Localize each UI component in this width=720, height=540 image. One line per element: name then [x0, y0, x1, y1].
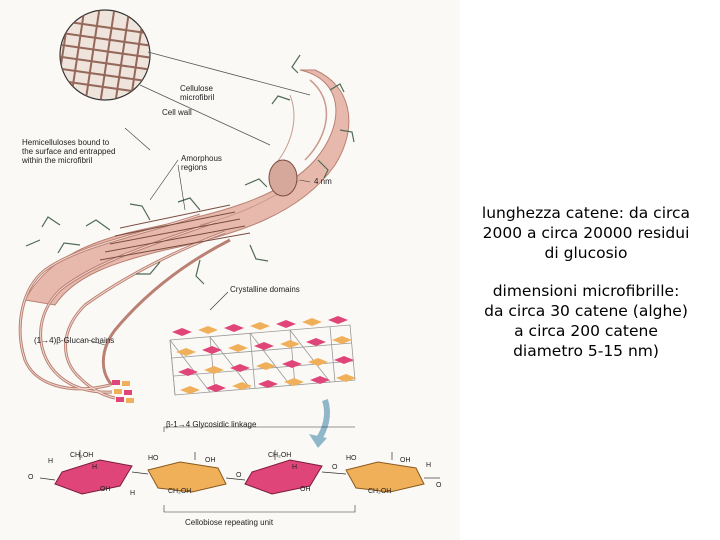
chem-ch2oh-1: CH₂OH: [70, 452, 94, 459]
linkage-bracket: [163, 426, 355, 432]
strand-end-beads: [112, 380, 134, 403]
glucan-strand-highlights: [19, 214, 226, 399]
label-glycosidic-linkage: β-1→4 Glycosidic linkage: [166, 420, 257, 429]
ring-bonds: [39, 450, 440, 481]
cellulose-diagram: Cell wall Cellulose microfibril Hemicell…: [18, 9, 442, 527]
zoom-arrow-head: [309, 434, 327, 448]
chem-h-1: H: [48, 458, 54, 465]
chem-o-3: O: [332, 464, 338, 471]
chem-o-1: O: [28, 474, 34, 481]
chem-ch2oh-3: CH₂OH: [268, 452, 292, 459]
crystalline-marks: [99, 204, 251, 261]
zoom-line-top: [147, 51, 311, 96]
chem-h-3: H: [130, 490, 136, 497]
crystalline-lattice: [169, 316, 356, 396]
label-repeating-unit: Cellobiose repeating unit: [185, 518, 274, 527]
chem-h-2: H: [92, 464, 98, 471]
chem-o-2: O: [236, 472, 242, 479]
note-spacer: [452, 263, 720, 281]
chem-oh-2: OH: [205, 457, 216, 464]
glucose-rings: [54, 459, 425, 495]
label-crystalline-domains: Crystalline domains: [230, 285, 300, 294]
chem-h-5: H: [426, 462, 432, 469]
chem-o-4: O: [436, 482, 442, 489]
label-leaders: [87, 127, 311, 346]
repeating-unit-bracket: [163, 505, 356, 513]
label-cellulose-microfibril: Cellulose microfibril: [180, 84, 215, 102]
notes-panel: lunghezza catene: da circa 2000 a circa …: [452, 203, 720, 361]
microfibril-body: [24, 69, 350, 306]
chem-ch2oh-4: CH₂OH: [368, 488, 392, 495]
label-amorphous-regions: Amorphous regions: [181, 154, 222, 172]
chem-ch2oh-2: CH₂OH: [168, 488, 192, 495]
chem-ho-1: HO: [148, 455, 159, 462]
cell-wall-circle: [59, 9, 151, 101]
label-width: 4 nm: [314, 177, 332, 186]
zoom-line-bottom: [139, 84, 271, 146]
microfibril-cross-section: [268, 159, 298, 197]
label-hemicelluloses: Hemicelluloses bound to the surface and …: [22, 138, 116, 165]
note-microfibril-size: dimensioni microfibrille: da circa 30 ca…: [484, 282, 688, 360]
label-glucan-chains: (1→4)β-Glucan chains: [34, 336, 115, 345]
chem-h-4: H: [292, 464, 298, 471]
diagram-artwork: [18, 9, 440, 513]
label-cell-wall: Cell wall: [162, 108, 192, 117]
chem-oh-3: OH: [300, 486, 311, 493]
zoom-arrow: [315, 399, 330, 442]
chem-ho-2: HO: [346, 455, 357, 462]
chem-oh-4: OH: [400, 457, 411, 464]
hemicellulose-chains: [25, 54, 355, 285]
note-chain-length: lunghezza catene: da circa 2000 a circa …: [481, 204, 691, 262]
chem-oh-1: OH: [100, 486, 111, 493]
